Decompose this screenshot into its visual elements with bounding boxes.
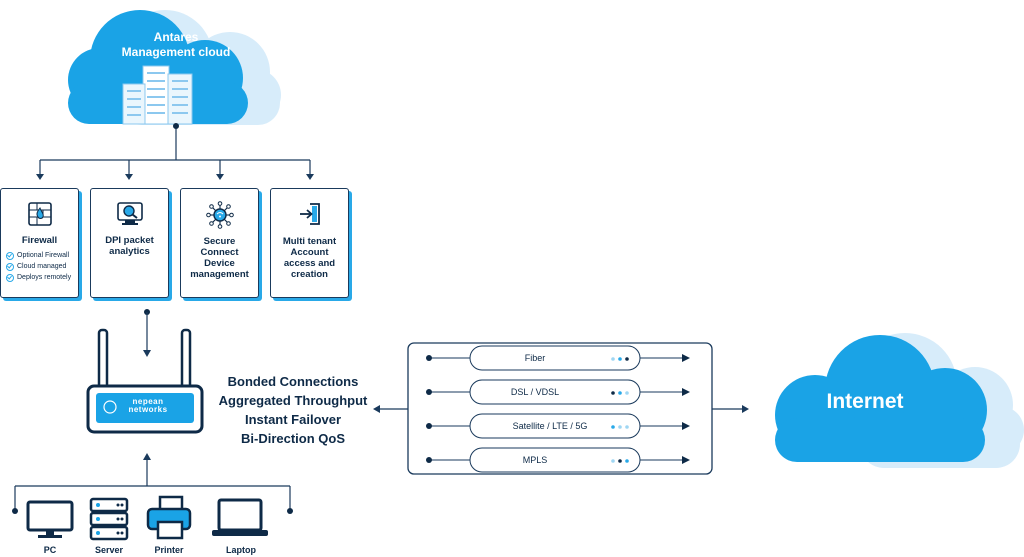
router-brand-logo: nepean networks [104, 398, 192, 414]
firewall-bullets: Optional Firewall Cloud managed Deploys … [6, 250, 71, 283]
firewall-icon [1, 201, 78, 227]
service-card-firewall[interactable]: Firewall Optional Firewall Cloud managed… [0, 188, 79, 298]
device-label-pc: PC [43, 545, 57, 555]
service-card-title: DPI packet analytics [105, 235, 154, 257]
feature-item: Bi-Direction QoS [240, 431, 345, 446]
link-label-satellite: Satellite / LTE / 5G [512, 421, 588, 431]
brand-line1: nepean [132, 397, 164, 406]
bullet-text: Deploys remotely [17, 274, 72, 281]
service-card-title: Secure Connect Device management [190, 236, 249, 280]
device-label-printer: Printer [154, 545, 184, 555]
bullet-item: Optional Firewall [6, 250, 71, 261]
service-card-multi-tenant[interactable]: Multi tenant Account access and creation [270, 188, 349, 298]
bonding-features: Bonded Connections Aggregated Throughput… [198, 372, 388, 448]
brand-line2: networks [128, 405, 168, 414]
pc-icon [26, 500, 74, 538]
network-device-icon [181, 201, 258, 229]
cards-to-router-arrow [143, 309, 151, 357]
link-label-dsl: DSL / VDSL [510, 387, 560, 397]
links-to-internet-arrow [712, 405, 749, 413]
internet-cloud [775, 333, 1024, 468]
bullet-text: Cloud managed [17, 263, 67, 270]
wan-link-lines [426, 345, 690, 473]
server-icon [89, 497, 129, 541]
internet-label: Internet [826, 390, 904, 413]
router-icon [86, 328, 204, 434]
bullet-text: Optional Firewall [17, 252, 70, 259]
device-label-server: Server [94, 545, 124, 555]
login-icon [271, 201, 348, 227]
service-card-dpi[interactable]: DPI packet analytics [90, 188, 169, 298]
links-to-router-arrow [373, 405, 408, 413]
dpi-analytics-icon [91, 201, 168, 227]
cloud-title-line2: Management cloud [121, 45, 231, 59]
device-label-laptop: Laptop [226, 545, 256, 555]
printer-icon [146, 495, 192, 540]
bullet-item: Deploys remotely [6, 272, 71, 283]
feature-item: Bonded Connections [227, 374, 359, 389]
device-bus [14, 485, 291, 510]
service-card-secure-connect[interactable]: Secure Connect Device management [180, 188, 259, 298]
link-label-fiber: Fiber [524, 353, 546, 363]
service-card-title: Firewall [21, 235, 58, 246]
cloud-connector [39, 126, 311, 176]
service-card-title: Multi tenant Account access and creation [282, 236, 337, 280]
link-label-mpls: MPLS [522, 455, 548, 465]
laptop-icon [212, 498, 268, 536]
devices-to-router-arrow [143, 453, 151, 486]
feature-item: Aggregated Throughput [218, 393, 368, 408]
check-icon [6, 273, 14, 282]
server-rack-icon [122, 65, 193, 125]
cloud-title-line1: Antares [153, 30, 199, 44]
bullet-item: Cloud managed [6, 261, 71, 272]
check-icon [6, 262, 14, 271]
feature-item: Instant Failover [244, 412, 342, 427]
management-cloud-title: Antares Management cloud [86, 30, 266, 60]
check-icon [6, 251, 14, 260]
